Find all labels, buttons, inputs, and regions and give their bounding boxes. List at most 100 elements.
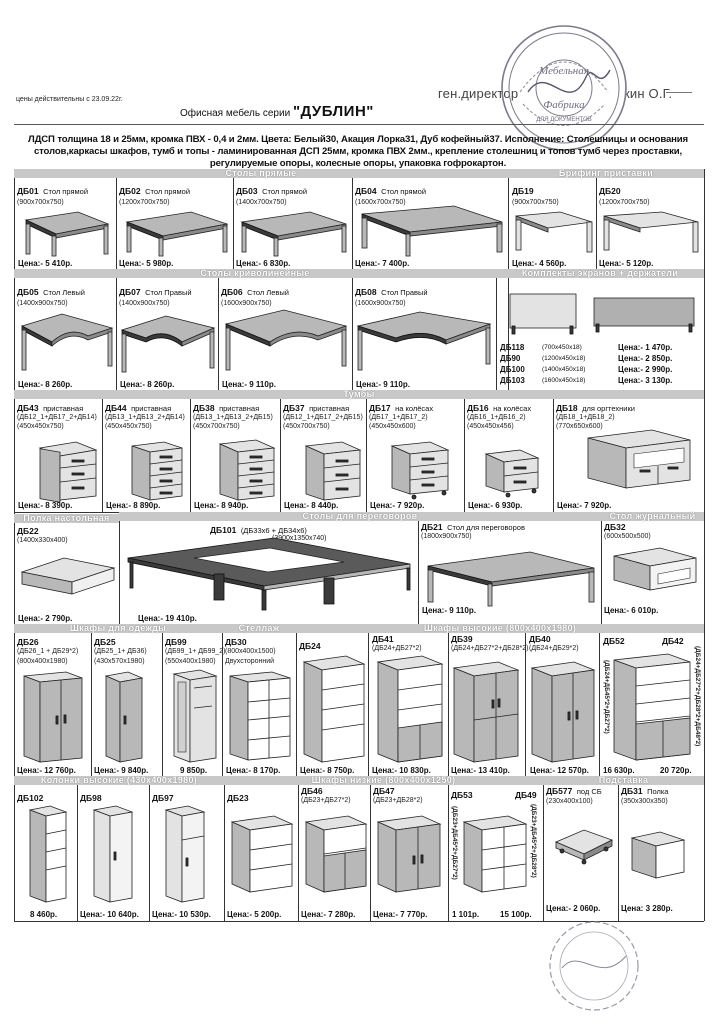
product-dim: (1400x900x750) xyxy=(119,300,170,307)
price-db102: 8 460р. xyxy=(30,910,58,919)
product-name: Стол прямой xyxy=(381,187,427,196)
product-dim: (700x450x18) xyxy=(542,344,582,351)
product-code: ДБ02 xyxy=(119,186,141,196)
briefing-table-image xyxy=(603,211,699,253)
product-name: Стол прямой xyxy=(262,187,308,196)
price-db22: Цена:- 2 790р. xyxy=(18,614,73,623)
pedestal-image xyxy=(38,441,98,503)
product-db06: ДБ06 Стол Левый (1600x900x750) xyxy=(221,282,289,307)
price-db39: Цена:- 13 410р. xyxy=(451,766,510,775)
product-code: ДБ20 xyxy=(599,186,621,196)
price-db17: Цена:- 7 920р. xyxy=(370,501,425,510)
catalog-title: Офисная мебель серии "ДУБЛИН" xyxy=(180,103,374,120)
price-db90: Цена:- 2 850р. xyxy=(618,354,673,363)
product-code: ДБ08 xyxy=(355,287,377,297)
low-open-cabinet-image xyxy=(230,815,294,893)
product-code: ДБ03 xyxy=(236,186,258,196)
product-db46: ДБ46(ДБ23+ДБ27*2) xyxy=(301,786,351,804)
price-db18: Цена:- 7 920р. xyxy=(557,501,612,510)
section-straight-desks: Столы прямые xyxy=(14,169,508,178)
product-db41: ДБ41 (ДБ24+ДБ27*2) xyxy=(372,634,422,652)
price-db25: Цена:- 9 840р. xyxy=(94,766,149,775)
section-briefing: Брифинг приставки xyxy=(508,169,704,178)
product-dim: (1400x450x18) xyxy=(542,366,586,373)
product-code: ДБ100 xyxy=(500,365,525,374)
price-db30: Цена:- 8 170р. xyxy=(226,766,281,775)
spec-db42: (ДБ24+ДБ27*2+ДБ28*2+ДБ48*2) xyxy=(694,646,701,747)
desktop-shelf-image xyxy=(20,557,116,595)
price-db53: 1 101р. xyxy=(452,910,480,919)
curved-desk-image xyxy=(224,309,348,371)
product-name: Стол Левый xyxy=(247,288,289,297)
product-db577: ДБ577 под СБ (230x400x100) xyxy=(546,786,602,805)
desk-image xyxy=(361,205,503,257)
product-db31: ДБ31 Полка (350x300x350) xyxy=(621,786,669,805)
product-code: ДБ01 xyxy=(17,186,39,196)
rack-image xyxy=(229,671,291,761)
product-dim: (1400x900x750) xyxy=(17,300,68,307)
product-db26: ДБ26 (ДБ26_1 + ДБ29*2)(800x400x1980) xyxy=(17,637,79,665)
price-db118: Цена:- 1 470р. xyxy=(618,343,673,352)
wardrobe-narrow-image xyxy=(104,671,144,763)
company-stamp: Мебельная Фабрика ДЛЯ ДОКУМЕНТОВ xyxy=(501,25,627,151)
pedestal-image xyxy=(304,441,362,501)
product-dim: (1200x700x750) xyxy=(119,199,170,206)
wardrobe-image xyxy=(23,671,83,763)
product-db17: ДБ17 на колёсах (ДБ17_1+ДБ17_2)(450x450x… xyxy=(369,403,434,431)
product-db32: ДБ32 (600x500x500) xyxy=(604,522,651,541)
prices-valid-date: цены действительны с 23.09.22г. xyxy=(16,96,123,103)
meeting-table-large-image xyxy=(127,537,411,611)
product-dim: (1600x450x18) xyxy=(542,377,586,384)
product-dim: (1400x700x750) xyxy=(236,199,287,206)
mobile-pedestal-image xyxy=(390,441,450,500)
product-dim: (3900x1350x740) xyxy=(272,535,327,542)
price-db98: Цена:- 10 640р. xyxy=(80,910,139,919)
product-db99: ДБ99 (ДБ99_1+ ДБ99_2)(550x400x1980) xyxy=(165,637,226,665)
price-db26: Цена:- 12 760р. xyxy=(17,766,76,775)
product-db02: ДБ02 Стол прямой (1200x700x750) xyxy=(119,181,190,206)
product-db43: ДБ43 приставная (ДБ12_1+ДБ17_2+ДБ14)(450… xyxy=(17,403,97,431)
product-dim: (1600x900x750) xyxy=(221,300,272,307)
curved-desk-image xyxy=(120,315,216,373)
spec-db49: (ДБ23+ДБ45*2+ДБ28*2) xyxy=(530,804,537,878)
screen-panel-image xyxy=(509,293,695,335)
price-db08: Цена:- 9 110р. xyxy=(356,380,410,389)
price-db42: 20 720р. xyxy=(660,766,692,775)
product-db05: ДБ05 Стол Левый (1400x900x750) xyxy=(17,282,85,307)
cabinet-closed-image xyxy=(452,661,520,763)
product-db53: ДБ53 xyxy=(451,790,473,800)
price-db577: Цена:- 2 060р. xyxy=(546,904,601,913)
product-db03: ДБ03 Стол прямой (1400x700x750) xyxy=(236,181,307,206)
product-db25: ДБ25 (ДБ25_1+ ДБ36)(430x570x1980) xyxy=(94,637,147,665)
desk-image xyxy=(240,211,347,257)
product-code: ДБ05 xyxy=(17,287,39,297)
price-db47: Цена:- 7 770р. xyxy=(373,910,428,919)
curved-desk-image xyxy=(20,313,114,371)
director-label: ген.директор xyxy=(438,86,519,101)
product-name: Стол Правый xyxy=(381,288,428,297)
low-cabinet-image xyxy=(304,815,368,893)
product-dim: (900x700x750) xyxy=(512,199,559,206)
svg-text:ДЛЯ ДОКУМЕНТОВ: ДЛЯ ДОКУМЕНТОВ xyxy=(536,117,592,123)
coffee-table-image xyxy=(613,547,697,591)
price-db20: Цена:- 5 120р. xyxy=(599,259,654,268)
price-db01: Цена:- 5 410р. xyxy=(18,259,73,268)
product-db16: ДБ16 на колёсах (ДБ16_1+ДБ16_2)(450x450x… xyxy=(467,403,532,431)
section-pedestals: Тумбы xyxy=(14,390,704,399)
price-db97: Цена:- 10 530р. xyxy=(152,910,211,919)
svg-text:Фабрика: Фабрика xyxy=(543,99,585,111)
section-curved-desks: Столы криволинейные xyxy=(14,269,496,278)
product-db42: ДБ42 xyxy=(662,636,684,646)
price-db02: Цена:- 5 980р. xyxy=(119,259,174,268)
product-db21: ДБ21 Стол для переговоров (1800x900x750) xyxy=(421,522,525,541)
price-db49: 15 100р. xyxy=(500,910,532,919)
section-stand: Подставка xyxy=(543,776,704,785)
wardrobe-mirror-image xyxy=(172,669,218,763)
product-db101: ДБ101 (ДБ33х6 + ДБ34х6) xyxy=(210,525,307,536)
product-code: ДБ19 xyxy=(512,186,534,196)
product-name: Стол Левый xyxy=(43,288,85,297)
price-db06: Цена:- 9 110р. xyxy=(222,380,276,389)
tech-pedestal-image xyxy=(587,429,691,489)
curved-desk-image xyxy=(356,311,492,371)
price-db46: Цена:- 7 280р. xyxy=(301,910,356,919)
